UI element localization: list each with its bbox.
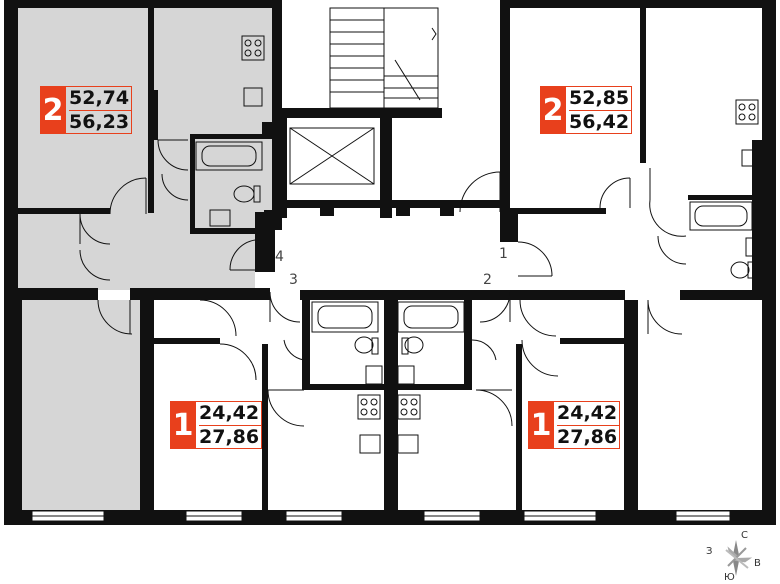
room-count: 2 xyxy=(540,86,566,134)
entrance-number: 4 xyxy=(275,249,284,265)
compass-north: С xyxy=(741,530,748,541)
area-values: 24,42 27,86 xyxy=(554,401,621,449)
total-area: 56,42 xyxy=(569,110,630,133)
total-area: 56,23 xyxy=(69,110,130,133)
compass-south: Ю xyxy=(724,572,735,583)
living-area: 24,42 xyxy=(557,401,620,426)
area-values: 52,74 56,23 xyxy=(66,86,133,134)
highlighted-apartment xyxy=(18,8,272,510)
sinks xyxy=(209,87,763,454)
vent-shafts xyxy=(262,122,772,244)
interior-walls xyxy=(18,8,762,510)
toilets xyxy=(233,185,755,355)
total-area: 27,86 xyxy=(199,425,260,448)
area-values: 52,85 56,42 xyxy=(566,86,633,134)
stairwell-walls xyxy=(272,0,510,230)
staircase xyxy=(329,7,439,109)
living-area: 52,74 xyxy=(69,86,132,111)
compass-star-icon xyxy=(725,540,753,576)
compass-rose: С В З Ю xyxy=(706,528,776,583)
apartment-badge[interactable]: 2 52,85 56,42 xyxy=(540,86,633,134)
compass-west: З xyxy=(706,546,713,557)
area-values: 24,42 27,86 xyxy=(196,401,263,449)
entrance-number: 1 xyxy=(499,246,508,262)
living-area: 52,85 xyxy=(569,86,632,111)
room-count: 1 xyxy=(170,401,196,449)
door-swings xyxy=(79,139,687,427)
entrance-number: 2 xyxy=(483,272,492,288)
apartment-badge[interactable]: 1 24,42 27,86 xyxy=(528,401,621,449)
apartment-badge[interactable]: 2 52,74 56,23 xyxy=(40,86,133,134)
entrance-number: 3 xyxy=(289,272,298,288)
compass-east: В xyxy=(754,558,761,569)
elevator xyxy=(289,127,375,185)
room-count: 1 xyxy=(528,401,554,449)
room-count: 2 xyxy=(40,86,66,134)
apartment-badge[interactable]: 1 24,42 27,86 xyxy=(170,401,263,449)
living-area: 24,42 xyxy=(199,401,262,426)
corridor-walls xyxy=(18,208,762,300)
bathtubs xyxy=(195,141,753,333)
total-area: 27,86 xyxy=(557,425,618,448)
stoves xyxy=(241,35,759,420)
